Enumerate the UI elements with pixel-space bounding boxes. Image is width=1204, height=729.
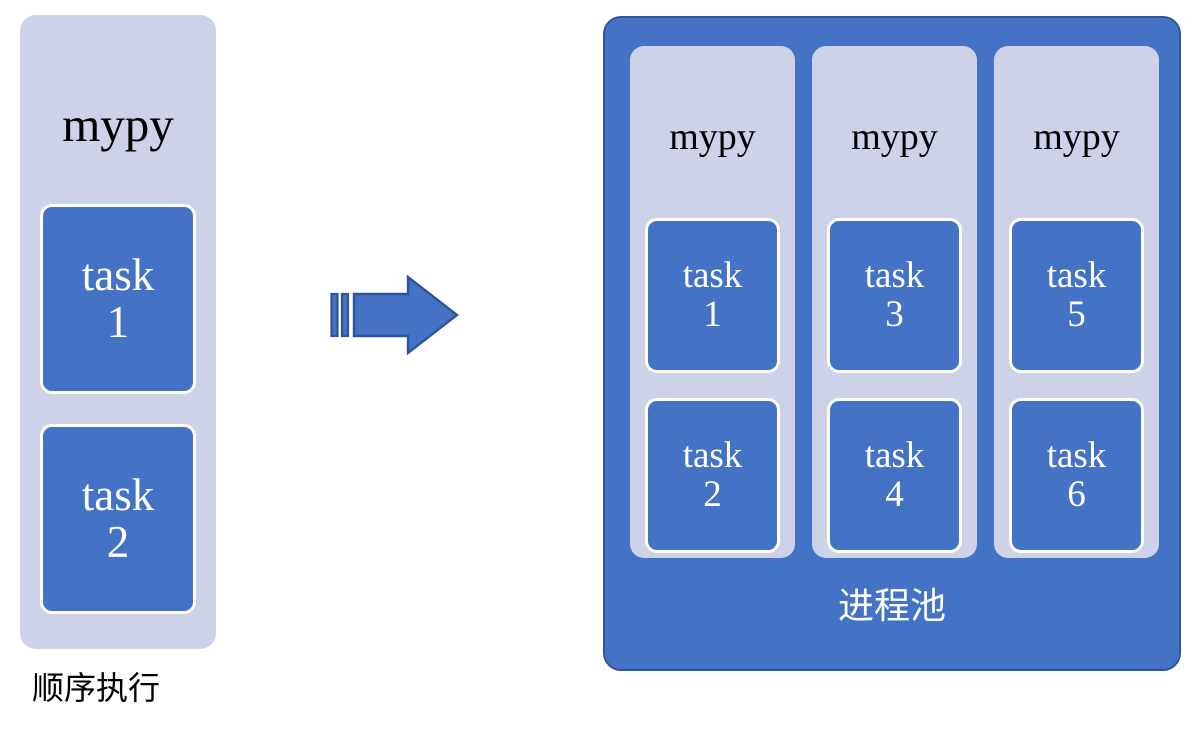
task-word: task: [81, 469, 155, 520]
right-arrow-icon: [330, 275, 460, 355]
task-number: 4: [885, 473, 904, 515]
worker-2-task-3: task 3: [827, 218, 962, 373]
task-number: 1: [106, 297, 130, 347]
task-word: task: [864, 254, 925, 296]
task-word: task: [864, 434, 925, 476]
worker-column-3: mypy task 5 task 6: [994, 46, 1159, 558]
process-pool-caption: 进程池: [837, 585, 946, 626]
task-number: 2: [703, 473, 722, 515]
task-word: task: [1046, 434, 1107, 476]
sequential-task-2: task 2: [40, 424, 196, 614]
sequential-caption: 顺序执行: [32, 670, 161, 706]
worker-3-mypy-label: mypy: [1033, 116, 1120, 158]
process-pool-container: mypy task 1 task 2 mypy task 3 task 4: [603, 16, 1181, 671]
task-word: task: [682, 434, 743, 476]
worker-1-task-1: task 1: [645, 218, 780, 373]
worker-2-mypy-label: mypy: [851, 116, 938, 158]
sequential-task-1: task 1: [40, 204, 196, 394]
worker-1-task-2: task 2: [645, 398, 780, 553]
task-word: task: [1046, 254, 1107, 296]
worker-2-task-4: task 4: [827, 398, 962, 553]
worker-3-task-6: task 6: [1009, 398, 1144, 553]
sequential-container: mypy task 1 task 2: [20, 15, 216, 649]
task-number: 6: [1067, 473, 1086, 515]
task-word: task: [81, 249, 155, 300]
task-number: 1: [703, 293, 722, 335]
worker-3-task-5: task 5: [1009, 218, 1144, 373]
task-word: task: [682, 254, 743, 296]
task-number: 2: [106, 517, 130, 567]
worker-1-mypy-label: mypy: [669, 116, 756, 158]
task-number: 3: [885, 293, 904, 335]
sequential-mypy-label: mypy: [62, 97, 174, 152]
worker-column-2: mypy task 3 task 4: [812, 46, 977, 558]
task-number: 5: [1067, 293, 1086, 335]
worker-column-1: mypy task 1 task 2: [630, 46, 795, 558]
